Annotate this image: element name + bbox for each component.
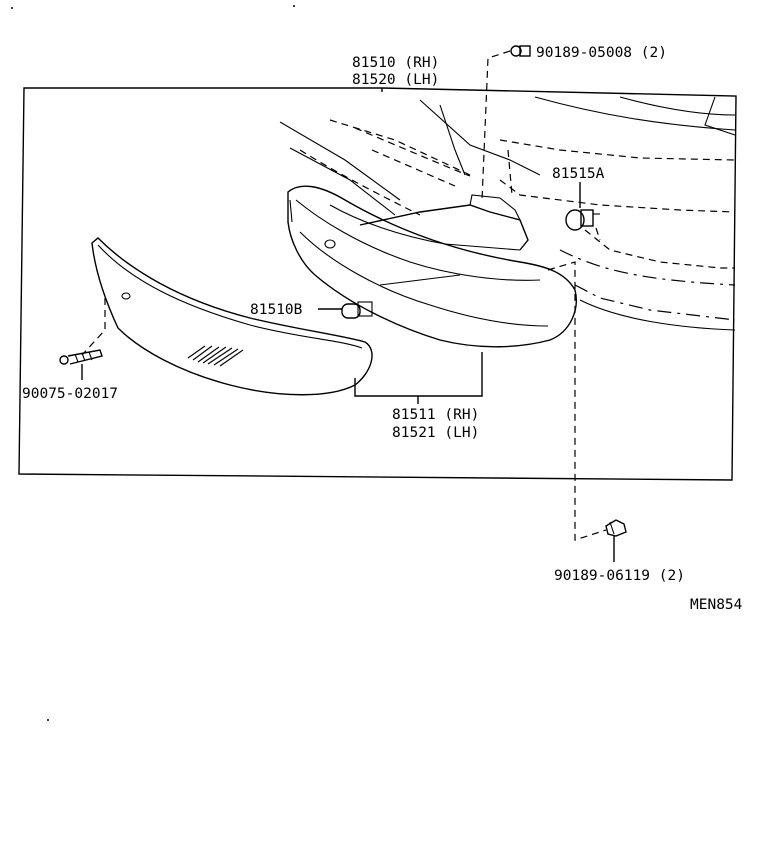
- label-lens-lh: 81521 (LH): [392, 425, 479, 441]
- label-bolt-bottom: 90189-06119 (2): [554, 568, 685, 584]
- diagram-code: MEN854: [690, 597, 743, 613]
- label-lens-rh: 81511 (RH): [392, 407, 479, 423]
- label-bulb: 81510B: [250, 302, 303, 318]
- socket-part: [565, 209, 600, 231]
- leader-lines: [81, 50, 615, 562]
- lens-part: [91, 237, 373, 396]
- lens-hatching: [187, 345, 244, 367]
- bolt-bottom-part: [605, 519, 627, 537]
- combination-lamp-assembly: [287, 185, 577, 348]
- scan-speck: [293, 5, 295, 7]
- label-lamp-rh: 81510 (RH): [352, 55, 439, 71]
- label-bolt-top: 90189-05008 (2): [536, 45, 667, 61]
- diagram-frame: [18, 87, 737, 481]
- vehicle-body-outline: [279, 96, 736, 331]
- label-lamp-lh: 81520 (LH): [352, 72, 439, 88]
- bulb-part: [341, 301, 373, 319]
- label-socket: 81515A: [552, 166, 605, 182]
- bolt-top-part: [510, 45, 531, 57]
- scan-speck: [11, 7, 13, 9]
- screw-part: [59, 349, 103, 365]
- scan-speck: [47, 719, 49, 721]
- label-screw: 90075-02017: [22, 386, 118, 402]
